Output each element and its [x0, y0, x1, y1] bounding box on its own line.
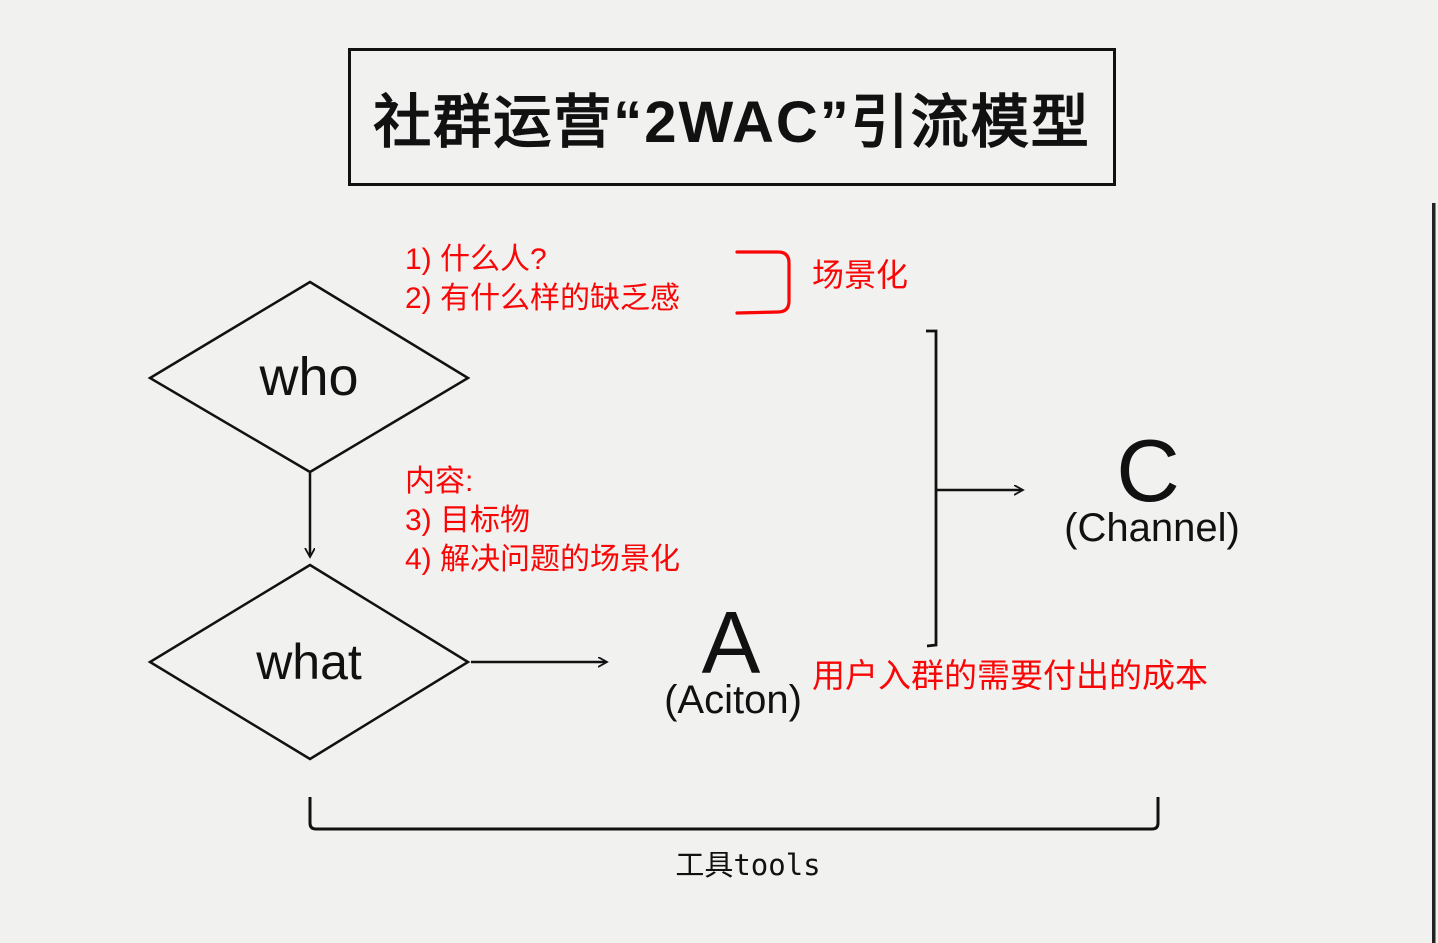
cost-note: 用户入群的需要付出的成本: [812, 657, 1208, 694]
tools-bracket: [308, 797, 1160, 831]
content-notes: 内容: 3) 目标物 4) 解决问题的场景化: [405, 462, 680, 579]
diagram-title: 社群运营“2WAC”引流模型: [373, 90, 1091, 155]
tools-label: 工具tools: [675, 848, 821, 882]
title-box: 社群运营“2WAC”引流模型: [348, 48, 1116, 186]
page-edge-line: [1432, 203, 1436, 943]
who-note-line1: 1) 什么人?: [405, 243, 547, 276]
content-note-line2: 4) 解决问题的场景化: [405, 543, 681, 576]
channel-grouping-bracket: [926, 329, 938, 648]
content-note-line1: 3) 目标物: [405, 504, 531, 537]
content-note-title: 内容:: [405, 465, 474, 498]
who-diamond-shape: [147, 280, 471, 474]
channel-node-sublabel: (Channel): [1064, 506, 1240, 550]
what-diamond-shape: [147, 563, 471, 761]
action-node-sublabel: (Aciton): [664, 678, 802, 722]
what-node-label: what: [256, 634, 362, 690]
channel-node-letter: C: [1116, 421, 1180, 520]
action-node-letter: A: [701, 593, 761, 692]
who-notes: 1) 什么人? 2) 有什么样的缺乏感: [405, 240, 680, 318]
scene-label: 场景化: [812, 257, 909, 293]
red-grouping-bracket: [735, 250, 791, 315]
who-note-line2: 2) 有什么样的缺乏感: [405, 282, 681, 315]
who-node-label: who: [259, 347, 359, 407]
